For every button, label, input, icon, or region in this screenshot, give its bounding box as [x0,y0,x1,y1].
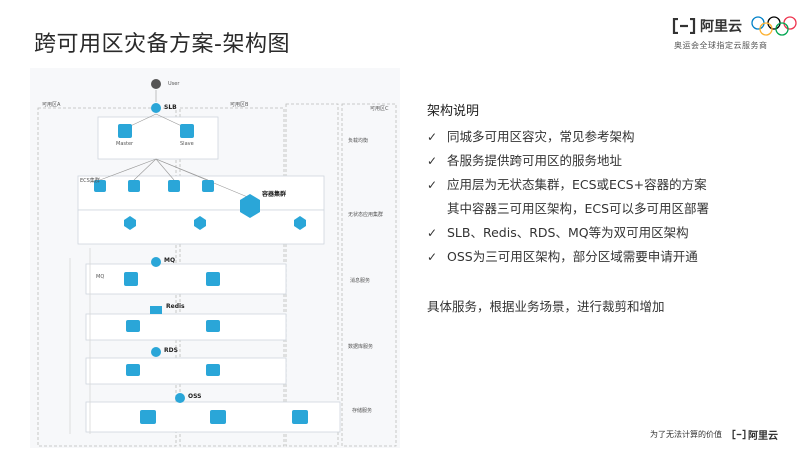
olympic-rings-icon [751,16,797,36]
note-item: ✓ OSS为三可用区架构，部分区域需要申请开通 [427,245,797,269]
redis-icon [150,306,162,314]
check-icon: ✓ [427,154,438,168]
note-item: ✓ 应用层为无状态集群，ECS或ECS+容器的方案 [427,173,797,197]
oss-label: OSS [188,393,202,400]
diagram-canvas [37,79,397,447]
ecs-group-label: ECS集群 [80,178,100,184]
user-icon [151,79,161,89]
zone-arrows [69,248,91,434]
footer-slogan: 为了无法计算的价值 [650,430,722,439]
side-label-mq: 消息服务 [350,278,371,284]
ecs-icon [94,180,106,192]
slave-label: Slave [180,141,194,147]
rds-node-icon [126,364,140,376]
ecs-icon [202,180,214,192]
ecs-icon [168,180,180,192]
oss-node-icon [210,410,226,424]
slb-box [97,116,219,160]
check-icon: ✓ [427,130,438,144]
note-text: 各服务提供跨可用区的服务地址 [447,153,623,168]
check-icon: ✓ [427,250,438,264]
slb-icon [151,103,161,113]
rds-label: RDS [164,347,178,354]
check-icon: ✓ [427,178,438,192]
redis-node-icon [126,320,140,332]
mq-label: MQ [164,257,176,264]
aliyun-logo-icon [672,18,696,34]
zone-c-box [285,103,339,447]
redis-node-icon [206,320,220,332]
side-label-slb: 负载均衡 [348,138,369,144]
diagram-icons [94,79,308,424]
oss-node-icon [140,410,156,424]
mq-icon [151,257,161,267]
layer-label-column [341,103,397,447]
slide-title: 跨可用区灾备方案-架构图 [34,32,290,57]
notes-summary: 具体服务，根据业务场景，进行裁剪和增加 [427,299,665,314]
note-continuation: 其中容器三可用区架构，ECS可以多可用区部署 [447,201,710,216]
zone-a-label: 可用区A [42,102,61,108]
side-label-app: 无状态应用集群 [348,212,384,218]
slb-label: SLB [164,104,177,111]
brand-logo: 阿里云 奥运会全球指定云服务商 [670,14,798,54]
note-item: ✓ 各服务提供跨可用区的服务地址 [427,149,797,173]
side-label-storage: 存储服务 [352,408,373,414]
aliyun-logo-icon [732,429,746,440]
side-label-db: 数据库服务 [348,344,374,350]
container-node-icon [194,216,206,230]
redis-label: Redis [166,303,185,310]
brand-name: 阿里云 [700,19,742,35]
rds-node-icon [206,364,220,376]
architecture-diagram: User SLB 可用区A 可用区B 可用区C Master Slave ECS… [30,68,400,448]
brand-tagline: 奥运会全球指定云服务商 [674,41,768,50]
user-label: User [168,81,180,87]
note-text: OSS为三可用区架构，部分区域需要申请开通 [447,249,698,264]
note-text: 同城多可用区容灾，常见参考架构 [447,129,635,144]
ecs-group-box [77,175,325,211]
note-text: SLB、Redis、RDS、MQ等为双可用区架构 [447,225,689,240]
mq-box [85,263,287,295]
ecs-icon [128,180,140,192]
notes-heading: 架构说明 [427,104,480,119]
master-label: Master [116,141,134,147]
mq-box-label: MQ [96,274,105,280]
rds-box [85,357,287,385]
container-node-icon [124,216,136,230]
note-item: ✓ 同城多可用区容灾，常见参考架构 [427,125,797,149]
container-icon [240,194,260,218]
zone-c-label: 可用区C [370,106,389,112]
rds-icon [151,347,161,357]
mq-node-icon [206,272,220,286]
master-icon [118,124,132,138]
footer-brand-name: 阿里云 [748,431,778,442]
container-node-icon [294,216,306,230]
slave-icon [180,124,194,138]
note-text: 应用层为无状态集群，ECS或ECS+容器的方案 [447,177,707,192]
mq-node-icon [124,272,138,286]
oss-node-icon [292,410,308,424]
container-label: 容器集群 [262,191,287,198]
oss-icon [175,393,185,403]
redis-box [85,313,287,341]
check-icon: ✓ [427,226,438,240]
note-item: ✓ SLB、Redis、RDS、MQ等为双可用区架构 [427,221,797,245]
zone-b-label: 可用区B [230,102,249,108]
footer: 为了无法计算的价值 阿里云 [650,427,800,443]
notes-panel: 架构说明 ✓ 同城多可用区容灾，常见参考架构 ✓ 各服务提供跨可用区的服务地址 … [427,100,797,269]
